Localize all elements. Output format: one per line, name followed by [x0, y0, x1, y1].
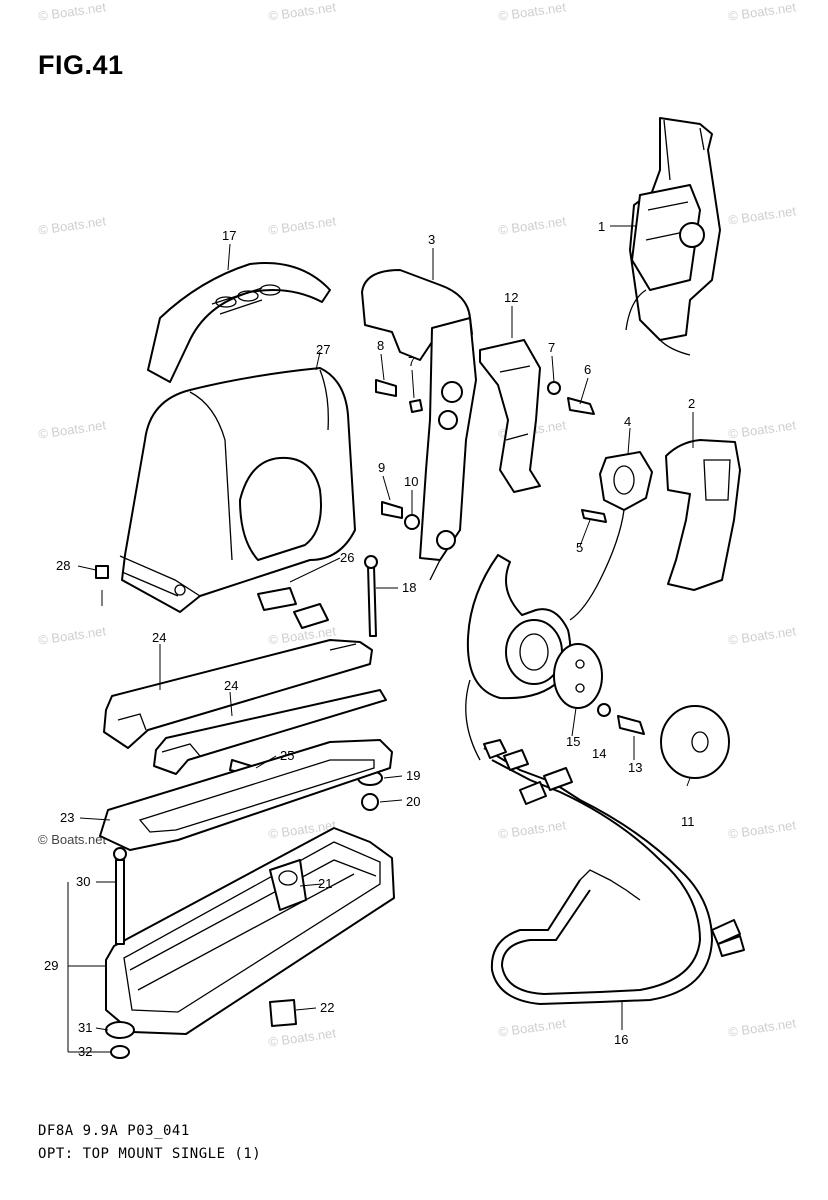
- callout-24a: 24: [152, 630, 166, 645]
- watermark: © Boats.net: [38, 832, 107, 847]
- callout-1: 1: [598, 219, 605, 234]
- mounting-plates: [103, 587, 387, 777]
- base-housing: [105, 827, 395, 1035]
- top-cover: [147, 262, 331, 383]
- cable-housing: [465, 554, 572, 761]
- callout-14: 14: [592, 746, 606, 761]
- callout-13: 13: [628, 760, 642, 775]
- callout-29: 29: [44, 958, 58, 973]
- callout-26: 26: [340, 550, 354, 565]
- bolt-washer-nut: [357, 555, 383, 811]
- callout-3: 3: [428, 232, 435, 247]
- figure-caption: OPT: TOP MOUNT SINGLE (1): [38, 1146, 262, 1162]
- callout-16: 16: [614, 1032, 628, 1047]
- main-case: [119, 367, 356, 613]
- callout-20: 20: [406, 794, 420, 809]
- callout-numbers: 1 2 3 4 5 6 7 7 8 9 10 11 12 13 14 15 16…: [44, 219, 695, 1059]
- callout-6: 6: [584, 362, 591, 377]
- callout-22: 22: [320, 1000, 334, 1015]
- callout-28: 28: [56, 558, 70, 573]
- callout-7a: 7: [548, 340, 555, 355]
- callout-5: 5: [576, 540, 583, 555]
- gasket: [99, 739, 393, 851]
- leader-lines: [67, 225, 694, 1053]
- callout-32: 32: [78, 1044, 92, 1059]
- callout-9: 9: [378, 460, 385, 475]
- lever-grip: [665, 439, 741, 591]
- figure-title: FIG.41: [38, 50, 124, 80]
- callout-24b: 24: [224, 678, 238, 693]
- callout-21: 21: [318, 876, 332, 891]
- callout-25: 25: [280, 748, 294, 763]
- screws-top: [375, 379, 595, 530]
- callout-7b: 7: [408, 354, 415, 369]
- callout-2: 2: [688, 396, 695, 411]
- detent-bracket: [479, 339, 541, 493]
- callout-15: 15: [566, 734, 580, 749]
- callout-18: 18: [402, 580, 416, 595]
- neutral-switch: [569, 451, 653, 621]
- drawing-code: DF8A 9.9A P03_041: [38, 1123, 190, 1139]
- callout-17: 17: [222, 228, 236, 243]
- trim-washer-parts: [553, 643, 730, 779]
- control-lever: [361, 269, 477, 581]
- callout-31: 31: [78, 1020, 92, 1035]
- wiring-harness: [483, 739, 745, 1006]
- callout-8: 8: [377, 338, 384, 353]
- callout-27: 27: [316, 342, 330, 357]
- callout-4: 4: [624, 414, 631, 429]
- callout-10: 10: [404, 474, 418, 489]
- callout-23: 23: [60, 810, 74, 825]
- callout-19: 19: [406, 768, 420, 783]
- base-fasteners: [95, 565, 297, 1059]
- callout-11: 11: [681, 814, 695, 829]
- callout-30: 30: [76, 874, 90, 889]
- remote-control-assembly: [625, 117, 721, 356]
- callout-12: 12: [504, 290, 518, 305]
